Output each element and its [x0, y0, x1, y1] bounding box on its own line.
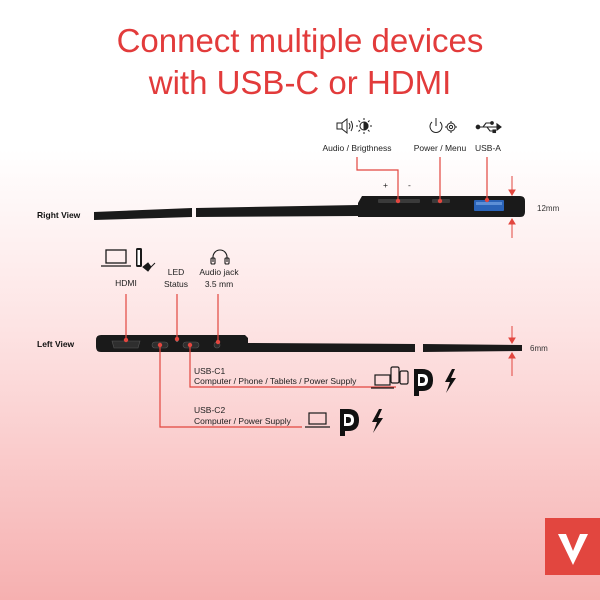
- tablet-icon: [399, 370, 409, 385]
- power-menu-label: Power / Menu: [414, 143, 467, 153]
- left-thickness-label: 6mm: [530, 344, 548, 353]
- left-thickness-marker: [508, 326, 516, 376]
- usb-a-label: USB-A: [475, 143, 501, 153]
- laptop-icon: [371, 374, 394, 389]
- page-title: Connect multiple devices with USB-C or H…: [0, 20, 600, 104]
- right-view-leaders: [356, 157, 488, 201]
- hdmi-label: HDMI: [115, 278, 137, 288]
- laptop-icon: [101, 249, 131, 267]
- right-view-label: Right View: [37, 210, 81, 220]
- audio-brightness-label: Audio / Brigthness: [323, 143, 392, 153]
- power-icon: [429, 118, 443, 133]
- phone-icon: [390, 366, 400, 384]
- usb-c2-description: Computer / Power Supply: [194, 416, 292, 426]
- usb-c1-title: USB-C1: [194, 366, 225, 376]
- right-thickness-label: 12mm: [537, 204, 560, 213]
- plus-label: +: [383, 180, 388, 190]
- usb-a-port: [474, 200, 504, 211]
- title-line-2: with USB-C or HDMI: [148, 64, 452, 101]
- usb-c1-description: Computer / Phone / Tablets / Power Suppl…: [194, 376, 357, 386]
- minus-label: -: [408, 180, 411, 190]
- led-label-line1: LED: [168, 267, 185, 277]
- console-icon: [136, 248, 156, 272]
- left-view-label: Left View: [37, 339, 75, 349]
- usb-icon: [475, 121, 502, 134]
- title-line-1: Connect multiple devices: [116, 22, 484, 59]
- left-view-leaders: [125, 294, 396, 428]
- audio-jack-label-line1: Audio jack: [199, 267, 239, 277]
- speaker-icon: [336, 117, 353, 135]
- right-view-device: [94, 196, 525, 220]
- lightning-icon: [372, 409, 383, 433]
- gear-icon: [445, 121, 457, 133]
- displayport-icon: [414, 369, 433, 396]
- right-thickness-marker: [508, 176, 516, 238]
- led-label-line2: Status: [164, 279, 188, 289]
- hdmi-port: [111, 340, 141, 349]
- brand-logo: [545, 518, 600, 575]
- laptop-icon: [305, 412, 330, 428]
- audio-jack-label-line2: 3.5 mm: [205, 279, 233, 289]
- headphones-icon: [210, 249, 230, 265]
- brightness-icon: [356, 118, 372, 134]
- lightning-icon: [445, 369, 456, 393]
- usb-c2-title: USB-C2: [194, 405, 225, 415]
- displayport-icon: [340, 409, 359, 436]
